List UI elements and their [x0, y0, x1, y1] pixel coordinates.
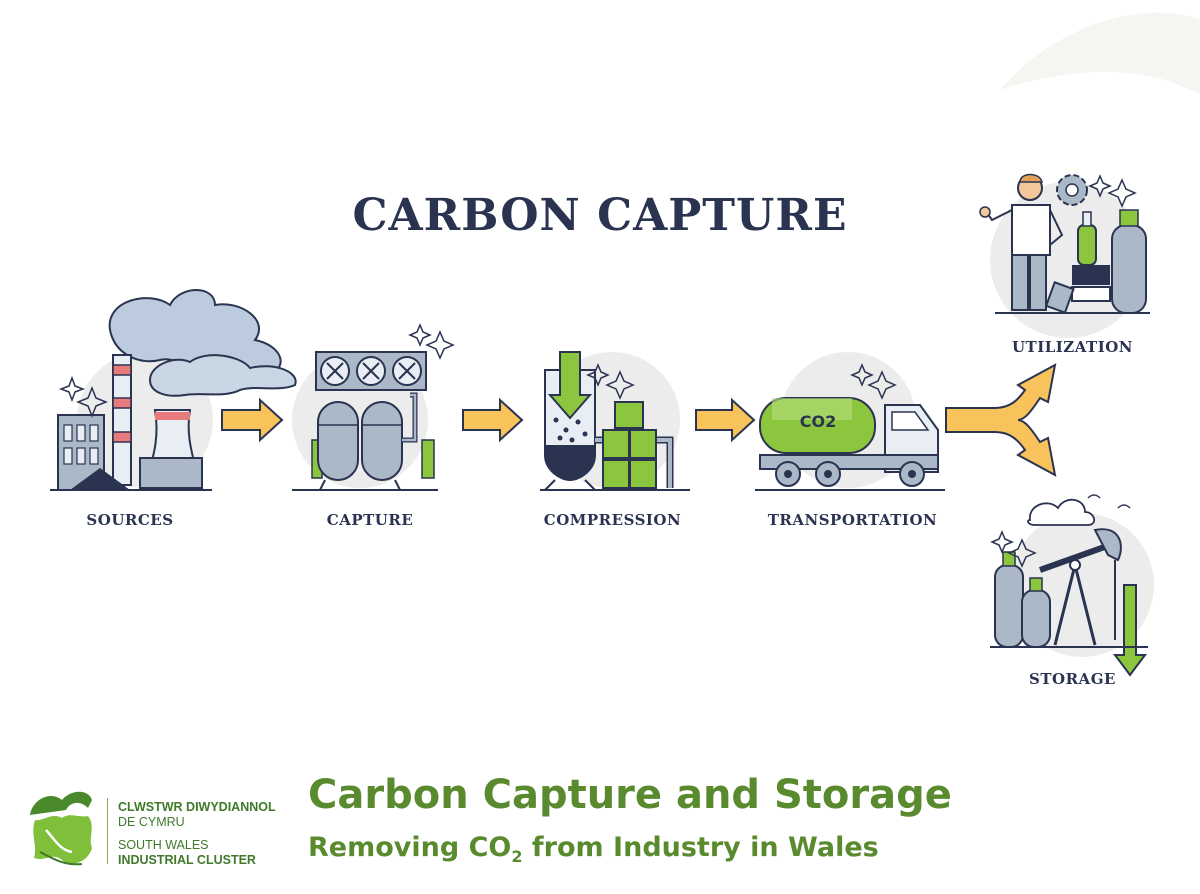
diagram-title: CARBON CAPTURE — [352, 190, 848, 241]
stage-label-sources: SOURCES — [86, 511, 174, 529]
logo-line-english-2: INDUSTRIAL CLUSTER — [118, 853, 256, 867]
stage-label-capture: CAPTURE — [326, 511, 414, 529]
footer-subtitle: Removing CO2 from Industry in Wales — [308, 832, 879, 866]
logo-line-english-1: SOUTH WALES — [118, 838, 209, 852]
stage-label-transportation: TRANSPORTATION — [767, 511, 938, 529]
stage-label-storage: STORAGE — [1029, 670, 1116, 688]
logo-line-welsh-2: DE CYMRU — [118, 815, 185, 829]
footer-subtitle-sub: 2 — [511, 847, 523, 866]
logo-line-welsh-1: CLWSTWR DIWYDIANNOL — [118, 800, 276, 814]
stage-label-utilization: UTILIZATION — [1011, 338, 1134, 356]
footer-subtitle-pre: Removing CO — [308, 832, 512, 863]
truck-tank-label: CO2 — [799, 412, 837, 431]
logo-divider — [107, 798, 108, 864]
stage-label-compression: COMPRESSION — [543, 511, 682, 529]
footer-subtitle-post: from Industry in Wales — [522, 832, 879, 863]
logo-text: CLWSTWR DIWYDIANNOL DE CYMRU SOUTH WALES… — [118, 800, 276, 868]
footer-title: Carbon Capture and Storage — [308, 772, 952, 818]
